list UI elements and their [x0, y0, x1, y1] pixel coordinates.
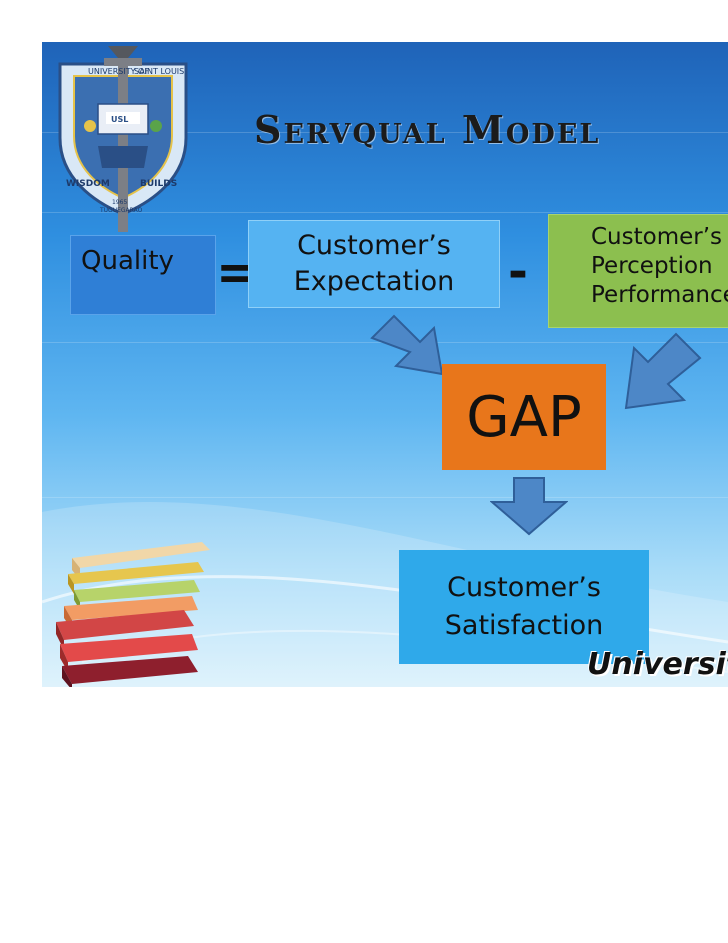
- arrow-down-icon: [490, 477, 568, 536]
- expectation-box: Customer’s Expectation: [248, 220, 500, 308]
- gap-box: GAP: [442, 364, 606, 470]
- seal-text: USL: [111, 115, 128, 124]
- satisfaction-box: Customer’s Satisfaction: [399, 550, 649, 664]
- seal-text: BUILDS: [140, 179, 177, 189]
- expectation-line: Expectation: [293, 266, 455, 297]
- divider-line: [42, 497, 728, 498]
- quality-box: Quality: [70, 235, 216, 315]
- seal-text: SAINT LOUIS: [134, 67, 184, 76]
- arrow-down-right-icon: [370, 314, 444, 376]
- divider-line: [42, 132, 728, 133]
- quality-label: Quality: [81, 246, 174, 276]
- seal-text: 1965: [112, 199, 127, 206]
- divider-line: [42, 212, 728, 213]
- perception-line: Performance: [591, 282, 728, 308]
- slide-title: Servqual Model: [254, 107, 601, 152]
- perception-line: Customer’s: [591, 224, 723, 250]
- seal-text: WISDOM: [66, 179, 110, 189]
- slide: UNIVERSITY OF SAINT LOUIS WISDOM BUILDS …: [42, 42, 728, 687]
- arrow-down-left-icon: [624, 332, 702, 410]
- footer-university-text: University: [587, 647, 728, 682]
- university-seal-icon: UNIVERSITY OF SAINT LOUIS WISDOM BUILDS …: [58, 46, 188, 232]
- stack-of-books-icon: [56, 542, 210, 687]
- perception-line: Perception: [591, 253, 713, 279]
- seal-text: UNIVERSITY OF: [88, 67, 149, 76]
- expectation-line: Customer’s: [297, 230, 451, 261]
- gap-label: GAP: [466, 384, 582, 450]
- minus-sign: -: [508, 244, 528, 300]
- seal-text: TUGUEGARAO: [99, 207, 143, 214]
- satisfaction-line: Customer’s: [447, 572, 601, 603]
- satisfaction-line: Satisfaction: [444, 610, 604, 641]
- perception-box: Customer’s Perception Performance: [548, 214, 728, 328]
